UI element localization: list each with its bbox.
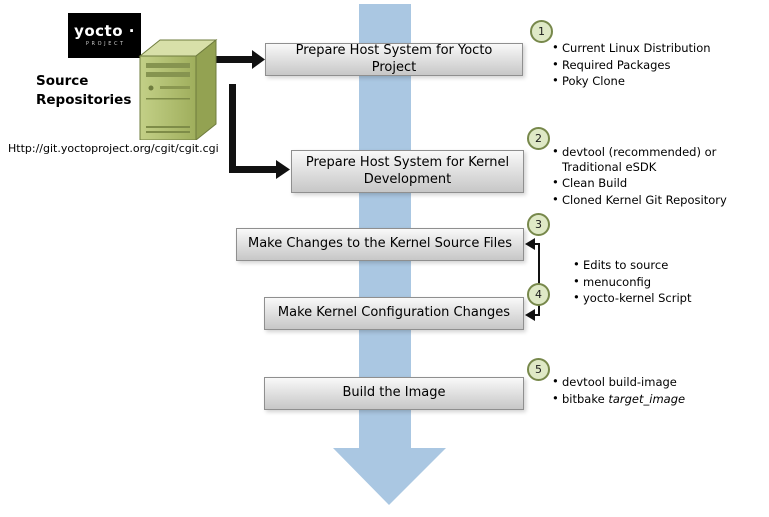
- note-text-prefix: bitbake: [562, 391, 609, 406]
- step-box-2: Prepare Host System for Kernel Developme…: [291, 150, 524, 193]
- note-bullet: devtool (recommended) or Traditional eSD…: [551, 144, 743, 174]
- note-bullet: Cloned Kernel Git Repository: [551, 192, 743, 208]
- step-box-1-label: Prepare Host System for Yocto Project: [295, 43, 493, 75]
- yocto-logo-subtext: PROJECT: [85, 41, 126, 47]
- source-label-line1: Source: [36, 73, 89, 89]
- step-box-4-label: Make Kernel Configuration Changes: [277, 305, 511, 321]
- notes-step-1: Current Linux Distribution Required Pack…: [551, 40, 756, 91]
- step-box-5: Build the Image: [264, 377, 524, 410]
- note-bullet: Poky Clone: [551, 73, 756, 89]
- step-box-5-label: Build the Image: [342, 385, 446, 401]
- source-label-line2: Repositories: [36, 91, 132, 108]
- note-bullet: bitbake target_image: [551, 391, 756, 407]
- server-icon: [138, 38, 218, 140]
- yocto-logo: yocto · PROJECT: [68, 13, 141, 58]
- yocto-logo-text: yocto ·: [74, 22, 135, 40]
- step-number-4: 4: [527, 283, 550, 306]
- note-bullet: menuconfig: [572, 274, 752, 290]
- step-number-1: 1: [530, 20, 553, 43]
- step-number-3: 3: [527, 213, 550, 236]
- step-number-2: 2: [527, 127, 550, 150]
- repo-url: Http://git.yoctoproject.org/cgit/cgit.cg…: [8, 142, 219, 155]
- note-bullet: yocto-kernel Script: [572, 290, 752, 306]
- step-number-5: 5: [527, 358, 550, 381]
- step-box-3-label: Make Changes to the Kernel Source Files: [248, 236, 512, 252]
- source-repositories-label: Source Repositories: [36, 72, 131, 110]
- step-box-1: Prepare Host System for Yocto Project: [265, 43, 523, 76]
- note-bullet: Required Packages: [551, 57, 756, 73]
- step-box-4: Make Kernel Configuration Changes: [264, 297, 524, 330]
- notes-step-2: devtool (recommended) or Traditional eSD…: [551, 144, 743, 210]
- notes-steps-3-4: Edits to source menuconfig yocto-kernel …: [572, 257, 752, 308]
- notes-step-5: devtool build-image bitbake target_image: [551, 374, 756, 408]
- note-bullet: Clean Build: [551, 175, 743, 191]
- step-box-2-label: Prepare Host System for Kernel Developme…: [305, 155, 510, 187]
- note-bullet: Edits to source: [572, 257, 752, 273]
- step-box-3: Make Changes to the Kernel Source Files: [236, 228, 524, 261]
- note-bullet: devtool build-image: [551, 374, 756, 390]
- note-bullet: Current Linux Distribution: [551, 40, 756, 56]
- note-text-italic: target_image: [608, 391, 686, 406]
